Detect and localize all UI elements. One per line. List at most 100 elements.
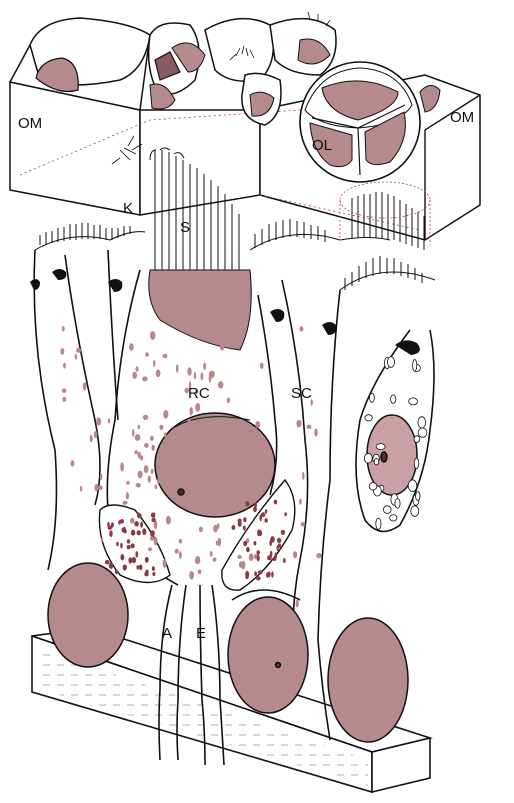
- label-e: E: [196, 625, 206, 642]
- granule: [132, 372, 137, 379]
- calyx-granule: [108, 526, 112, 530]
- vesicle: [411, 506, 419, 517]
- granule: [155, 484, 158, 489]
- label-sc: SC: [291, 385, 312, 402]
- calyx-granule: [123, 529, 127, 533]
- granule: [96, 417, 101, 425]
- calyx-granule: [116, 542, 119, 546]
- granule: [249, 553, 254, 561]
- calyx-granule: [270, 536, 275, 543]
- vesicle: [418, 428, 427, 437]
- calyx-granule: [274, 500, 278, 505]
- granule: [75, 354, 77, 360]
- granule: [179, 551, 182, 559]
- vesicle: [365, 415, 372, 421]
- calyx-granule: [120, 543, 123, 549]
- granule: [204, 330, 207, 336]
- granule: [71, 460, 75, 467]
- granule: [166, 516, 171, 525]
- label-ol: OL: [312, 137, 332, 154]
- calyx-granule: [265, 509, 267, 514]
- calyx-granule: [131, 530, 135, 536]
- calyx-granule: [256, 550, 260, 555]
- calyx-granule: [259, 515, 262, 522]
- calyx-granule: [267, 555, 272, 560]
- calyx-granule: [257, 529, 261, 536]
- calyx-granule: [132, 557, 137, 563]
- granule: [196, 333, 199, 339]
- granule: [218, 538, 221, 547]
- vesicle: [414, 458, 419, 469]
- granule: [163, 559, 167, 568]
- granule: [163, 354, 168, 359]
- calyx-granule: [137, 530, 141, 535]
- calyx-granule: [245, 575, 248, 580]
- granule: [151, 469, 154, 474]
- calyx-granule: [127, 545, 131, 549]
- vesicle: [369, 483, 377, 490]
- granule: [302, 472, 304, 480]
- granule: [138, 471, 143, 479]
- granule: [255, 421, 260, 428]
- calyx-granule: [257, 555, 260, 562]
- granule: [175, 549, 179, 554]
- granule: [148, 547, 152, 551]
- granule: [138, 425, 141, 429]
- granule: [90, 435, 93, 443]
- granule: [199, 527, 203, 533]
- granule: [76, 348, 81, 353]
- granule: [150, 332, 153, 336]
- calyx-granule: [232, 525, 236, 530]
- calyx-granule: [145, 569, 148, 575]
- granule: [176, 364, 179, 373]
- granule: [301, 522, 306, 526]
- label-a: A: [162, 625, 172, 642]
- granule: [60, 348, 64, 355]
- granule: [190, 423, 194, 429]
- granule: [179, 539, 182, 544]
- vesicle: [409, 398, 418, 405]
- calyx-granule: [123, 564, 127, 570]
- granule: [201, 372, 204, 380]
- calyx-granule: [277, 538, 281, 543]
- granule: [148, 476, 151, 483]
- calyx-granule: [115, 569, 118, 574]
- calyx-granule: [256, 576, 261, 580]
- granule: [62, 389, 67, 393]
- granule: [120, 462, 124, 471]
- granule: [210, 551, 213, 557]
- calyx-granule: [283, 558, 286, 563]
- granule: [288, 611, 292, 616]
- granule: [201, 419, 206, 424]
- vesicle: [416, 492, 420, 501]
- granule: [293, 551, 297, 558]
- calyx-granule: [253, 541, 256, 545]
- granule: [203, 362, 206, 370]
- granule: [220, 344, 224, 350]
- granule: [238, 555, 242, 559]
- granule: [143, 415, 148, 420]
- granule: [63, 363, 66, 369]
- granule: [62, 326, 65, 332]
- granule: [144, 465, 149, 473]
- granule: [108, 418, 110, 423]
- calyx-granule: [109, 563, 113, 569]
- granule: [154, 537, 158, 546]
- granule: [126, 492, 129, 500]
- calyx-granule: [150, 530, 155, 536]
- granule: [314, 429, 318, 437]
- cuticular-plate: [149, 270, 252, 350]
- label-rc: RC: [188, 385, 210, 402]
- calyx-granule: [152, 566, 155, 571]
- granule: [187, 367, 191, 376]
- vesicle: [413, 360, 417, 372]
- granule: [100, 474, 103, 480]
- calyx-granule: [118, 520, 121, 525]
- granule: [153, 360, 155, 367]
- granule: [159, 425, 163, 430]
- granule: [62, 397, 66, 402]
- granule: [189, 571, 194, 580]
- granule: [194, 372, 196, 380]
